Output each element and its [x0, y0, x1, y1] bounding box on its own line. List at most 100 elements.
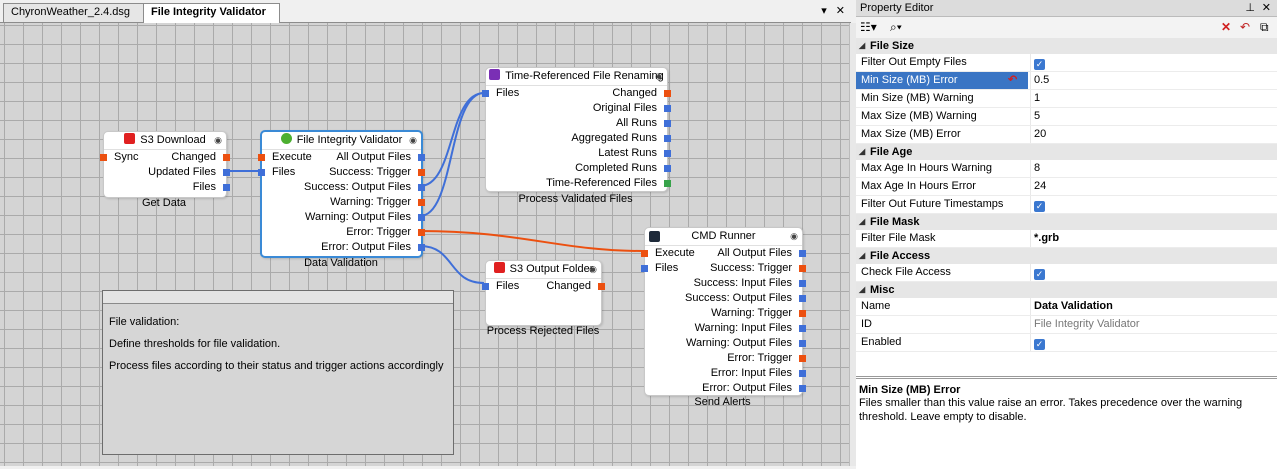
undo-icon[interactable]: ↶ — [1240, 20, 1251, 34]
property-value[interactable]: 5 — [1030, 108, 1277, 125]
canvas-splitter[interactable] — [849, 23, 856, 466]
close-icon[interactable]: ✕ — [1261, 2, 1271, 14]
port-original-files[interactable] — [664, 105, 671, 112]
port-files[interactable] — [641, 265, 648, 272]
wire-success-files-to-renaming[interactable] — [419, 92, 485, 187]
checkbox-checked-icon[interactable]: ✓ — [1034, 269, 1045, 280]
categorized-view-icon[interactable]: ☷▾ — [860, 20, 877, 34]
port-all-output-files[interactable] — [799, 250, 806, 257]
pin-icon[interactable]: ⊥ — [1245, 2, 1255, 14]
visibility-eye-icon[interactable]: ◉ — [655, 71, 663, 81]
property-checkbox[interactable]: ✓ — [1030, 334, 1277, 351]
port-all-runs[interactable] — [664, 120, 671, 127]
port-error-output-files[interactable] — [418, 244, 425, 251]
port-success-trigger[interactable] — [799, 265, 806, 272]
wire-error-files-to-s3-output[interactable] — [419, 245, 485, 284]
collapse-icon[interactable]: ◢ — [859, 217, 866, 226]
port-warning-output-files[interactable] — [799, 340, 806, 347]
port-files[interactable] — [482, 90, 489, 97]
property-section[interactable]: ◢File Age — [856, 144, 1277, 160]
checkbox-checked-icon[interactable]: ✓ — [1034, 59, 1045, 70]
copy-icon[interactable]: ⧉ — [1260, 20, 1269, 34]
property-section[interactable]: ◢File Access — [856, 248, 1277, 264]
property-row[interactable]: Filter Out Future Timestamps✓ — [856, 196, 1277, 214]
property-checkbox[interactable]: ✓ — [1030, 54, 1277, 71]
wire-error-trigger-to-cmd[interactable] — [419, 230, 644, 252]
property-value[interactable]: File Integrity Validator — [1030, 316, 1277, 333]
port-success-input-files[interactable] — [799, 280, 806, 287]
port-success-output-files[interactable] — [418, 184, 425, 191]
property-value[interactable]: 0.5 — [1030, 72, 1277, 89]
visibility-eye-icon[interactable]: ◉ — [214, 135, 222, 145]
checkbox-checked-icon[interactable]: ✓ — [1034, 201, 1045, 212]
port-warning-trigger[interactable] — [418, 199, 425, 206]
property-row[interactable]: Min Size (MB) Error↶0.5 — [856, 72, 1277, 90]
wire-warning-files-to-renaming[interactable] — [419, 92, 485, 217]
port-warning-input-files[interactable] — [799, 325, 806, 332]
port-changed[interactable] — [223, 154, 230, 161]
property-value[interactable]: *.grb — [1030, 230, 1277, 247]
property-row[interactable]: Filter Out Empty Files✓ — [856, 54, 1277, 72]
port-all-output-files[interactable] — [418, 154, 425, 161]
port-files[interactable] — [258, 169, 265, 176]
port-completed-runs[interactable] — [664, 165, 671, 172]
note-title-bar[interactable] — [103, 291, 453, 304]
property-row[interactable]: Filter File Mask*.grb — [856, 230, 1277, 248]
property-checkbox[interactable]: ✓ — [1030, 196, 1277, 213]
close-tab-icon[interactable]: ✕ — [835, 5, 845, 17]
property-value[interactable]: 8 — [1030, 160, 1277, 177]
port-changed[interactable] — [664, 90, 671, 97]
delete-icon[interactable]: ✕ — [1221, 20, 1232, 34]
tab-chyronweather[interactable]: ChyronWeather_2.4.dsg — [3, 3, 149, 22]
visibility-eye-icon[interactable]: ◉ — [589, 264, 597, 274]
property-section[interactable]: ◢Misc — [856, 282, 1277, 298]
collapse-icon[interactable]: ◢ — [859, 147, 866, 156]
port-updated-files[interactable] — [223, 169, 230, 176]
port-sync[interactable] — [100, 154, 107, 161]
property-checkbox[interactable]: ✓ — [1030, 264, 1277, 281]
property-value[interactable]: 20 — [1030, 126, 1277, 143]
comment-note[interactable]: File validation: Define thresholds for f… — [102, 290, 454, 455]
port-warning-output-files[interactable] — [418, 214, 425, 221]
property-value[interactable]: 1 — [1030, 90, 1277, 107]
property-section[interactable]: ◢File Size — [856, 38, 1277, 54]
port-error-output-files[interactable] — [799, 385, 806, 392]
visibility-eye-icon[interactable]: ◉ — [790, 231, 798, 241]
property-section[interactable]: ◢File Mask — [856, 214, 1277, 230]
tab-file-integrity-validator[interactable]: File Integrity Validator — [143, 3, 280, 23]
reset-value-icon[interactable]: ↶ — [1008, 74, 1018, 86]
port-files[interactable] — [482, 283, 489, 290]
port-success-trigger[interactable] — [418, 169, 425, 176]
port-execute[interactable] — [641, 250, 648, 257]
port-latest-runs[interactable] — [664, 150, 671, 157]
port-success-output-files[interactable] — [799, 295, 806, 302]
port-execute[interactable] — [258, 154, 265, 161]
collapse-icon[interactable]: ◢ — [859, 285, 866, 294]
port-warning-trigger[interactable] — [799, 310, 806, 317]
port-files[interactable] — [223, 184, 230, 191]
collapse-icon[interactable]: ◢ — [859, 41, 866, 50]
port-time-referenced-files[interactable] — [664, 180, 671, 187]
property-value[interactable]: Data Validation — [1030, 298, 1277, 315]
property-row[interactable]: Check File Access✓ — [856, 264, 1277, 282]
search-icon[interactable]: ⌕▾ — [890, 20, 902, 34]
tab-list-dropdown-icon[interactable]: ▾ — [821, 5, 827, 17]
property-row[interactable]: Enabled✓ — [856, 334, 1277, 352]
port-error-trigger[interactable] — [418, 229, 425, 236]
port-aggregated-runs[interactable] — [664, 135, 671, 142]
port-error-trigger[interactable] — [799, 355, 806, 362]
property-value[interactable]: 24 — [1030, 178, 1277, 195]
visibility-eye-icon[interactable]: ◉ — [409, 135, 417, 145]
port-changed[interactable] — [598, 283, 605, 290]
collapse-icon[interactable]: ◢ — [859, 251, 866, 260]
